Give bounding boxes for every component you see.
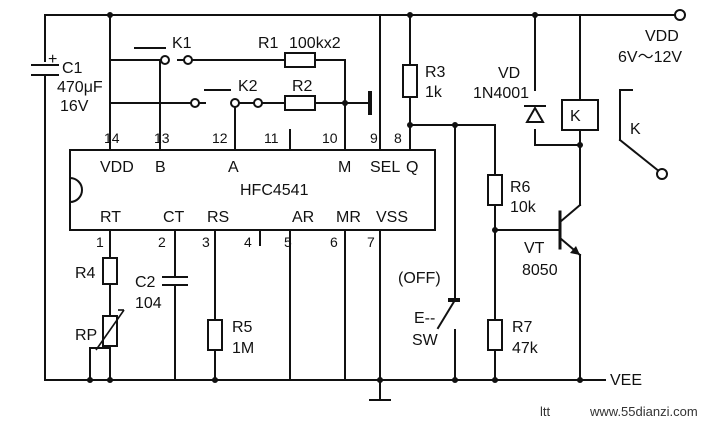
pin-3-num: 3 (202, 234, 210, 250)
pin-12-num: 12 (212, 130, 228, 146)
pin-sel-label: SEL (370, 159, 400, 176)
pin-m-label: M (338, 159, 351, 176)
c1-capacitor (31, 62, 59, 76)
c2-label: C2 (135, 274, 156, 291)
pin-6-num: 6 (330, 234, 338, 250)
r6-resistor (487, 174, 503, 206)
c1-label: C1 (62, 60, 83, 77)
sw-label: SW (412, 332, 439, 349)
pin-vss-label: VSS (376, 209, 408, 226)
pin-a-label: A (228, 159, 239, 176)
r6-value: 10k (510, 199, 537, 216)
r7-label: R7 (512, 319, 533, 336)
relay-coil (561, 99, 599, 131)
vt-label: VT (524, 240, 545, 257)
watermark-left: ltt (540, 404, 551, 419)
r2-resistor (284, 95, 316, 111)
pin-11-num: 11 (264, 130, 279, 146)
r3-resistor (402, 64, 418, 98)
supply-range: 6V～12V (618, 49, 682, 66)
pin-mr-label: MR (336, 209, 361, 226)
pin-ar-label: AR (292, 209, 314, 226)
pin-9-num: 9 (370, 130, 378, 146)
ic-body (68, 149, 436, 231)
pin-rt-label: RT (100, 209, 121, 226)
watermark-site: www.55dianzi.com (589, 404, 698, 419)
r7-resistor (487, 319, 503, 351)
output-wires (407, 14, 606, 381)
r1-resistor (284, 52, 316, 68)
pin-1-num: 1 (96, 234, 104, 250)
relay-contact (618, 89, 668, 180)
pin-2-num: 2 (158, 234, 166, 250)
pin-8-num: 8 (394, 130, 402, 146)
r3-label: R3 (425, 64, 446, 81)
pin-rs-label: RS (207, 209, 229, 226)
k1-switch (134, 47, 193, 65)
pin-ct-label: CT (163, 209, 185, 226)
pin-5-num: 5 (284, 234, 292, 250)
pin-13-num: 13 (154, 130, 170, 146)
k1-label: K1 (172, 35, 192, 52)
vee-label: VEE (610, 372, 642, 389)
vd-diode (524, 105, 546, 123)
sw-prefix: E-- (414, 310, 435, 327)
r1-label: R1 (258, 35, 279, 52)
r3-value: 1k (425, 84, 443, 101)
r4-label: R4 (75, 265, 96, 282)
r5-resistor (207, 319, 223, 351)
pin-10-num: 10 (322, 130, 338, 146)
c2-capacitor (162, 276, 188, 286)
pin-b-label: B (155, 159, 166, 176)
rp-potentiometer (95, 309, 125, 351)
c1-polarity: + (48, 51, 57, 68)
pin-q-label: Q (406, 159, 418, 176)
vd-value: 1N4001 (473, 85, 529, 102)
pin-14-num: 14 (104, 130, 120, 146)
k2-switch (190, 89, 263, 108)
r1-value: 100kx2 (289, 35, 341, 52)
c2-value: 104 (135, 295, 162, 312)
r2-label: R2 (292, 78, 313, 95)
pin-vdd-label: VDD (100, 159, 134, 176)
r6-label: R6 (510, 179, 531, 196)
c1-value: 470μF (57, 79, 103, 96)
vd-label: VD (498, 65, 520, 82)
pin-4-num: 4 (244, 234, 252, 250)
relay-coil-label: K (570, 108, 581, 125)
ic-bottom-wires (87, 229, 583, 401)
vt-value: 8050 (522, 262, 558, 279)
sw-state: (OFF) (398, 270, 441, 287)
k2-label: K2 (238, 78, 258, 95)
vdd-terminal (674, 9, 686, 21)
r4-resistor (102, 257, 118, 285)
c1-voltage: 16V (60, 98, 89, 115)
ic-name: HFC4541 (240, 182, 309, 199)
pin-7-num: 7 (367, 234, 375, 250)
rp-label: RP (75, 327, 97, 344)
r7-value: 47k (512, 340, 539, 357)
r5-label: R5 (232, 319, 253, 336)
vt-transistor (558, 203, 582, 257)
relay-contact-label: K (630, 121, 641, 138)
sw-switch (436, 298, 460, 330)
r5-value: 1M (232, 340, 254, 357)
vdd-label: VDD (645, 28, 679, 45)
